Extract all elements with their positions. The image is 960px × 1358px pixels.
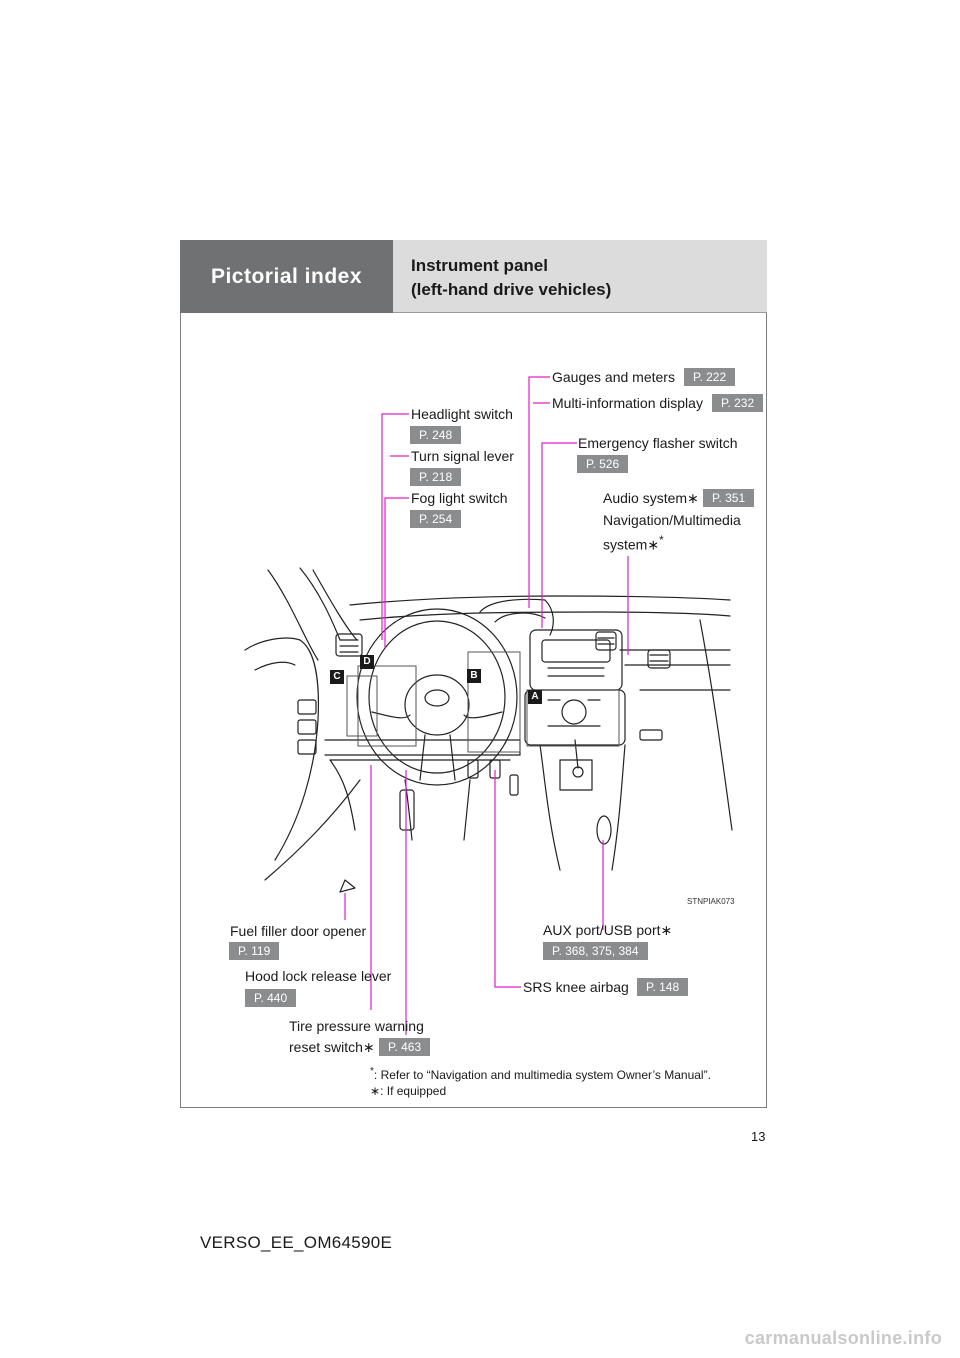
asterisk-icon: ∗ (687, 490, 699, 506)
headlight-page[interactable]: P. 248 (410, 426, 462, 444)
navigation-label-line2: Navigation/Multimedia (603, 512, 741, 528)
aux-page[interactable]: P. 368, 375, 384 (543, 942, 648, 960)
tire-pressure-page[interactable]: P. 463 (379, 1038, 431, 1056)
area-tag-c: C (330, 670, 344, 684)
navigation-label-line3-text: system (603, 536, 648, 553)
footnote-star1-text: : Refer to “Navigation and multimedia sy… (373, 1068, 711, 1082)
asterisk-icon: ∗ (660, 922, 673, 938)
audio-page[interactable]: P. 351 (703, 489, 755, 507)
emergency-page[interactable]: P. 526 (577, 455, 629, 473)
asterisk-icon: * (659, 534, 664, 547)
srs-label: SRS knee airbag (523, 979, 629, 995)
audio-label: Audio system∗ (603, 490, 699, 507)
tire-pressure-label-line2-text: reset switch (289, 1039, 363, 1055)
fog-light-page[interactable]: P. 254 (410, 510, 462, 528)
audio-label-text: Audio system (603, 490, 688, 506)
aux-label: AUX port/USB port∗ (543, 922, 672, 939)
document-id: VERSO_EE_OM64590E (200, 1233, 393, 1252)
footnote-star2: ∗: If equipped (370, 1082, 446, 1100)
multi-info-label: Multi-information display (552, 395, 703, 411)
fuel-filler-label: Fuel filler door opener (230, 923, 367, 939)
fuel-filler-page[interactable]: P. 119 (229, 942, 280, 960)
gauges-label: Gauges and meters (552, 369, 675, 385)
asterisk-icon: ∗ (370, 1084, 381, 1098)
image-code: STNPIAK073 (687, 897, 735, 906)
footnote-star1: *: Refer to “Navigation and multimedia s… (370, 1063, 711, 1084)
area-tag-b: B (467, 669, 481, 683)
emergency-label: Emergency flasher switch (578, 435, 738, 451)
asterisk-icon: * (370, 1066, 374, 1077)
hood-lock-page[interactable]: P. 440 (245, 989, 297, 1007)
page-number: 13 (751, 1129, 766, 1144)
area-tag-a: A (528, 690, 542, 704)
navigation-label-line3: system∗* (603, 532, 664, 554)
section-tab: Pictorial index (180, 240, 393, 313)
hood-lock-label: Hood lock release lever (245, 968, 392, 984)
asterisk-icon: ∗ (647, 536, 660, 553)
headlight-label: Headlight switch (411, 406, 513, 422)
fog-light-label: Fog light switch (411, 490, 508, 506)
page-title-line2: (left-hand drive vehicles) (411, 280, 612, 299)
aux-label-text: AUX port/USB port (543, 922, 661, 938)
watermark: carmanualsonline.info (744, 1328, 942, 1348)
tire-pressure-label: Tire pressure warning (289, 1018, 424, 1034)
srs-page[interactable]: P. 148 (637, 978, 689, 996)
page-title: Instrument panel (left-hand drive vehicl… (393, 240, 767, 313)
turn-signal-page[interactable]: P. 218 (410, 468, 462, 486)
footnote-star2-text: : If equipped (380, 1084, 447, 1098)
turn-signal-label: Turn signal lever (411, 448, 514, 464)
area-tag-d: D (360, 655, 374, 669)
page-title-line1: Instrument panel (411, 256, 548, 275)
multi-info-page[interactable]: P. 232 (712, 394, 764, 412)
gauges-page[interactable]: P. 222 (684, 368, 736, 386)
tire-pressure-label-line2: reset switch∗ (289, 1039, 375, 1056)
asterisk-icon: ∗ (362, 1039, 375, 1055)
